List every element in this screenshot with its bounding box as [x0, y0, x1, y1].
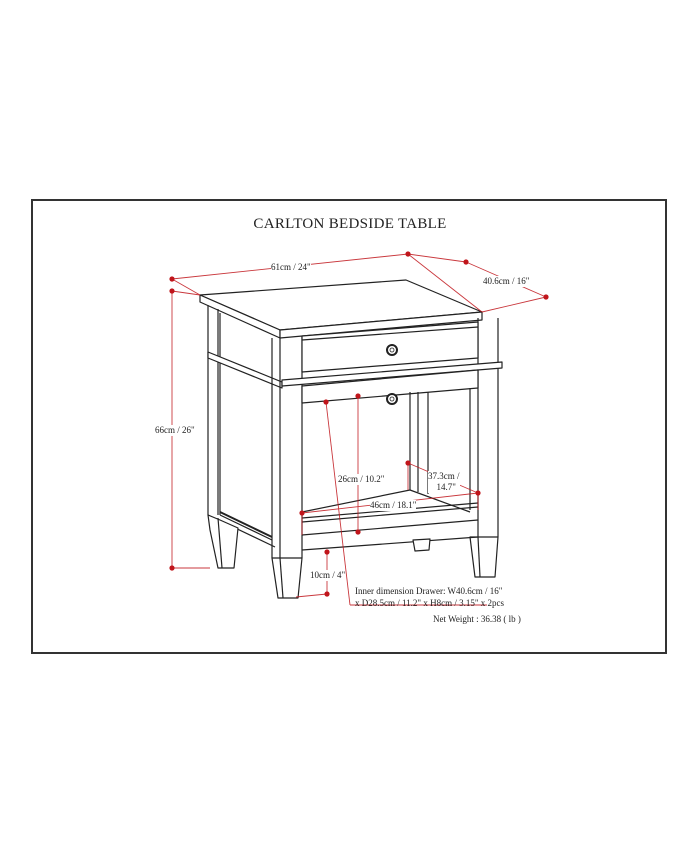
back-left-leg: [207, 514, 239, 569]
shelf-opening-height-label: 26cm / 10.2": [338, 474, 385, 485]
drawer-inner-dimension-note: Inner dimension Drawer: W40.6cm / 16" x …: [355, 586, 505, 608]
open-shelf: [301, 388, 479, 551]
dimension-endpoint-dots: [169, 251, 549, 597]
upper-drawer-knob-icon: [386, 344, 398, 356]
diagram-frame: [31, 199, 667, 654]
left-side-rail: [207, 351, 283, 389]
shelf-depth-label: 37.3cm / 14.7": [428, 471, 460, 493]
net-weight-note: Net Weight : 36.38 ( lb ): [433, 614, 521, 624]
lower-drawer: [301, 369, 479, 404]
diagram-title: CARLTON BEDSIDE TABLE: [253, 216, 447, 232]
drawer-note-leader-line: [325, 401, 351, 606]
middle-rail: [281, 361, 503, 387]
lower-drawer-knob-icon: [386, 393, 398, 405]
leg-clearance-label: 10cm / 4": [310, 570, 346, 581]
height-label: 66cm / 26": [155, 425, 195, 436]
width-label: 61cm / 24": [271, 262, 311, 273]
shelf-width-label: 46cm / 18.1": [370, 500, 417, 511]
depth-label: 40.6cm / 16": [483, 276, 530, 287]
back-right-leg: [412, 538, 431, 552]
front-left-leg: [271, 336, 303, 599]
left-side-panel: [207, 305, 276, 548]
